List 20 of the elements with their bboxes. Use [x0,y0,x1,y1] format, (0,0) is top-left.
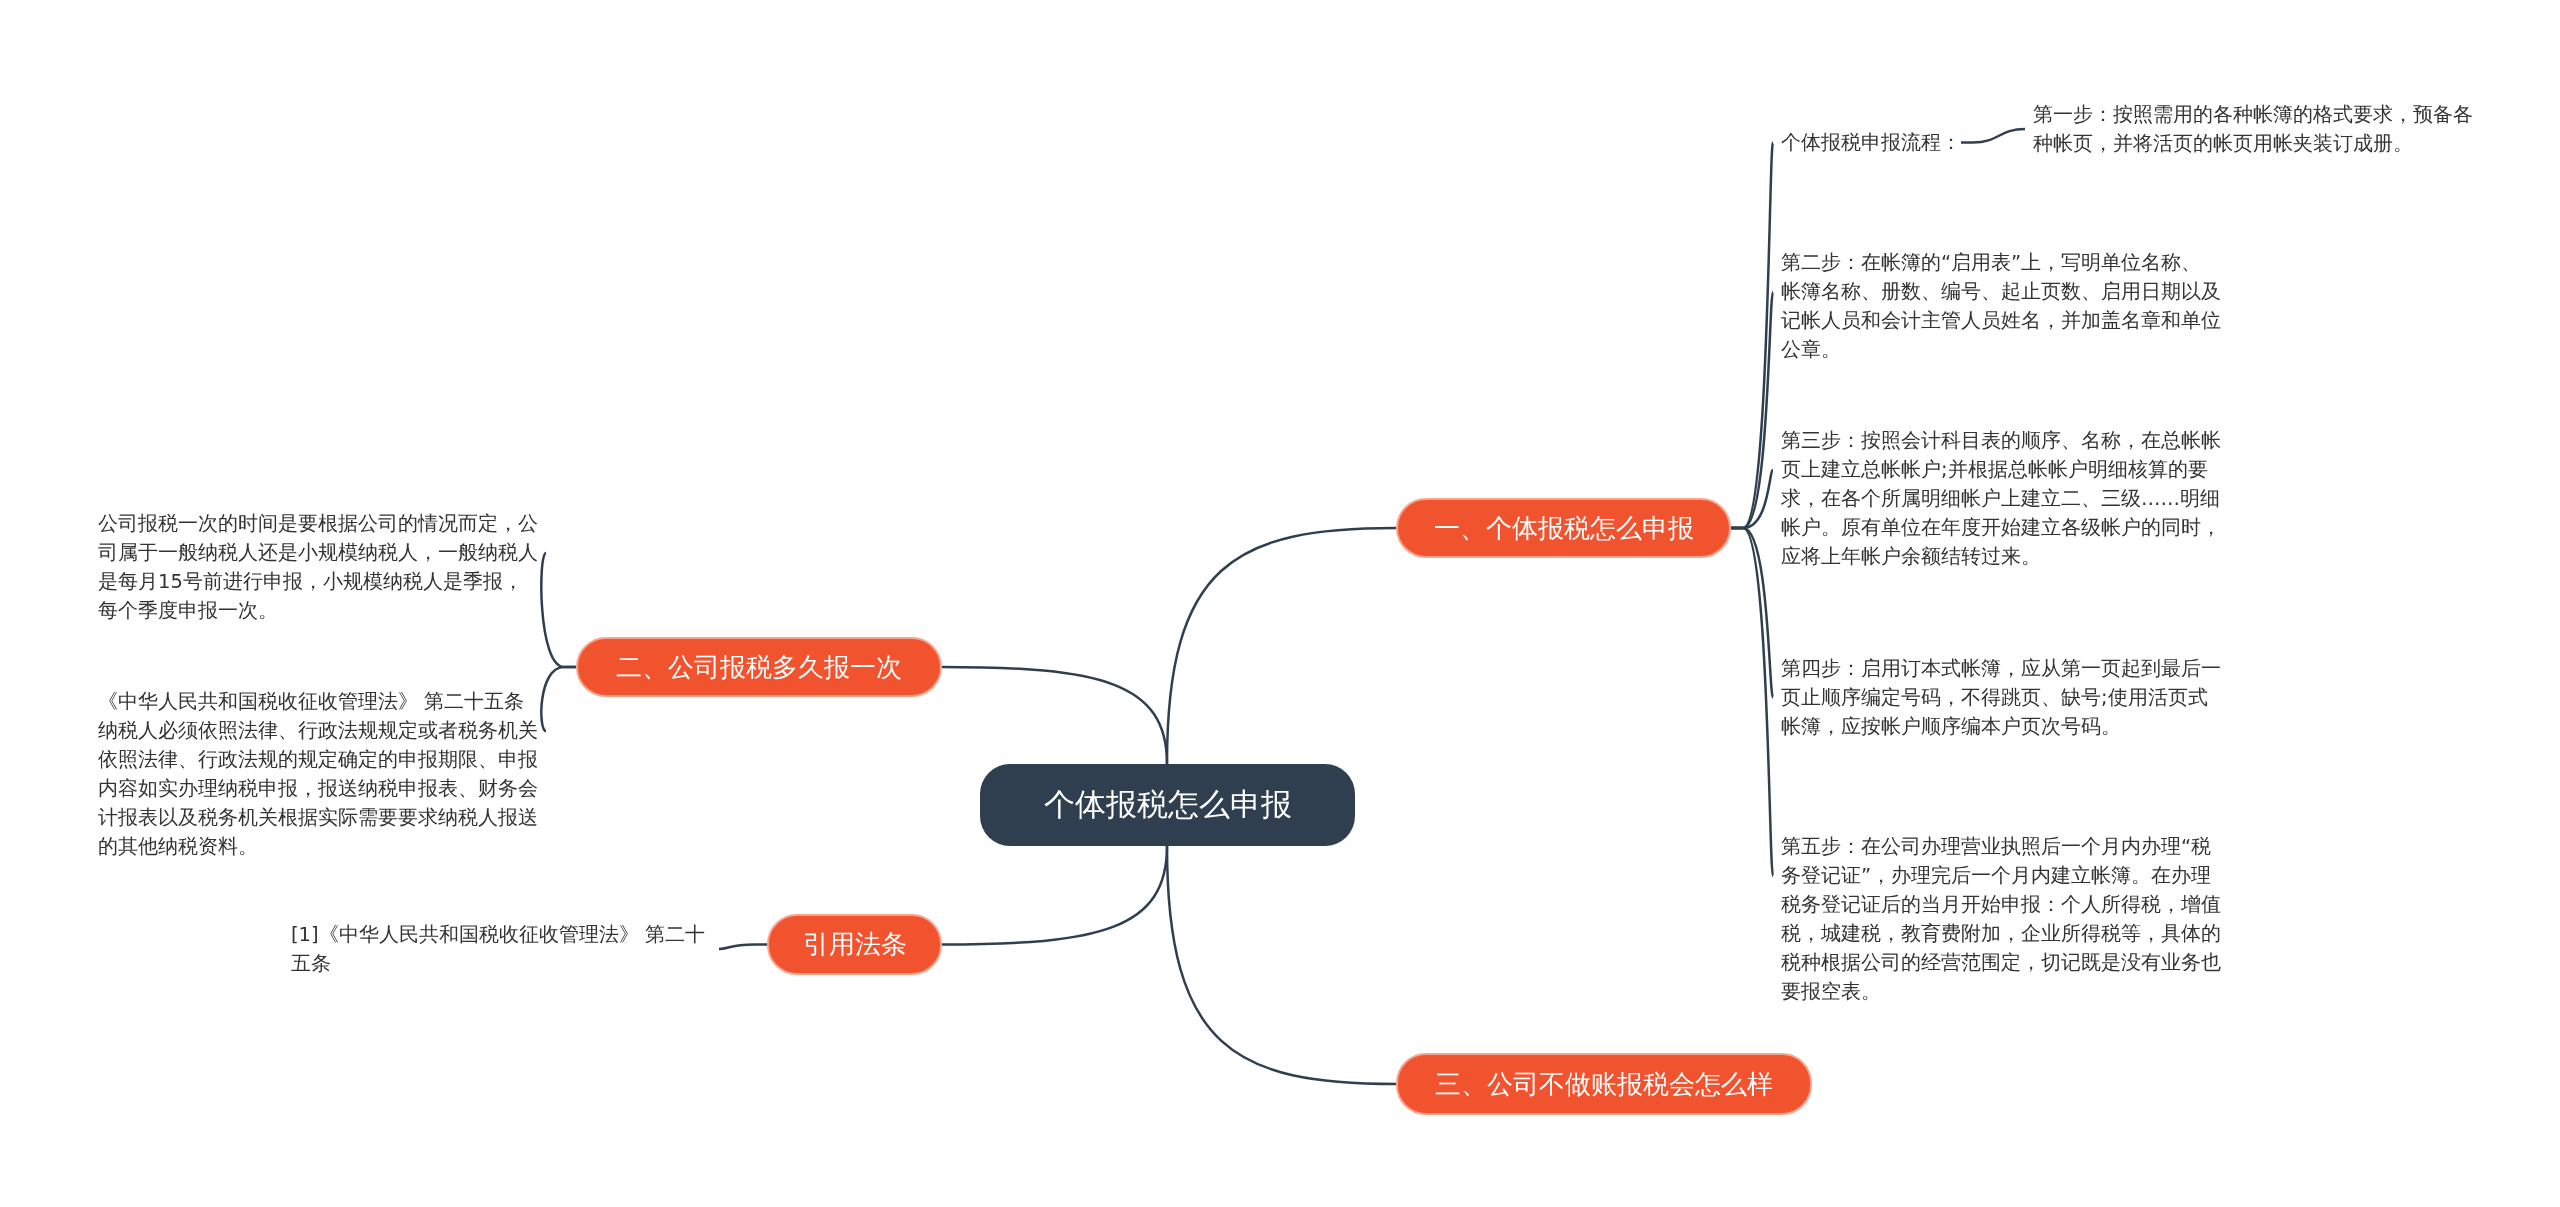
note-text: [1]《中华人民共和国税收征收管理法》 第二十五条 [291,922,706,977]
note-text: 第三步：按照会计科目表的顺序、名称，在总帐帐页上建立总帐帐户;并根据总帐帐户明细核算的要求，在各个所属明细帐户上建立二、三级……明细帐户。原有单位在年度开始建立各级帐户的同时，应将上年帐户余额结转过来。 [1781,428,2221,570]
branch-topic: 一、个体报税怎么申报 [1396,498,1731,558]
note-text: 第一步：按照需用的各种帐簿的格式要求，预备各种帐页，并将活页的帐页用帐夹装订成册。 [2033,102,2473,157]
note-text: 公司报税一次的时间是要根据公司的情况而定，公司属于一般纳税人还是小规模纳税人，一般纳税人是每月15号前进行申报，小规模纳税人是季报，每个季度申报一次。 [98,511,538,624]
connector-line [942,665,1169,765]
branch-topic: 三、公司不做账报税会怎么样 [1396,1053,1812,1115]
connector-line [718,943,767,951]
connector-line [1961,127,2026,144]
connector-line [942,845,1169,946]
branch-topic: 二、公司报税多久报一次 [576,637,942,697]
connector-line [540,665,576,732]
note-text: 第四步：启用订本式帐簿，应从第一页起到最后一页止顺序编定号码，不得跳页、缺号;使用活页式帐簿，应按帐户顺序编本户页次号码。 [1781,656,2221,740]
central-topic: 个体报税怎么申报 [980,764,1355,846]
note-text: 第五步：在公司办理营业执照后一个月内办理“税务登记证”，办理完后一个月内建立帐簿。在办理税务登记证后的当月开始申报：个人所得税，增值税，城建税，教育费附加，企业所得税等，具体的税种根据公司的经营范围定，切记既是没有业务也要报空表。 [1781,834,2221,1005]
note-text: 《中华人民共和国税收征收管理法》 第二十五条纳税人必须依照法律、行政法规规定或者税务机关依照法律、行政法规的规定确定的申报期限、申报内容如实办理纳税申报，报送纳税申报表、财务会计报表以及税务机关根据实际需要要求纳税人报送的其他纳税资料。 [98,689,538,860]
connector-line [1731,526,1775,877]
note-text: 个体报税申报流程： [1781,130,1961,156]
note-text: 第二步：在帐簿的“启用表”上，写明单位名称、帐簿名称、册数、编号、起止页数、启用日期以及记帐人员和会计主管人员姓名，并加盖名章和单位公章。 [1781,250,2221,363]
branch-topic: 引用法条 [767,914,942,975]
